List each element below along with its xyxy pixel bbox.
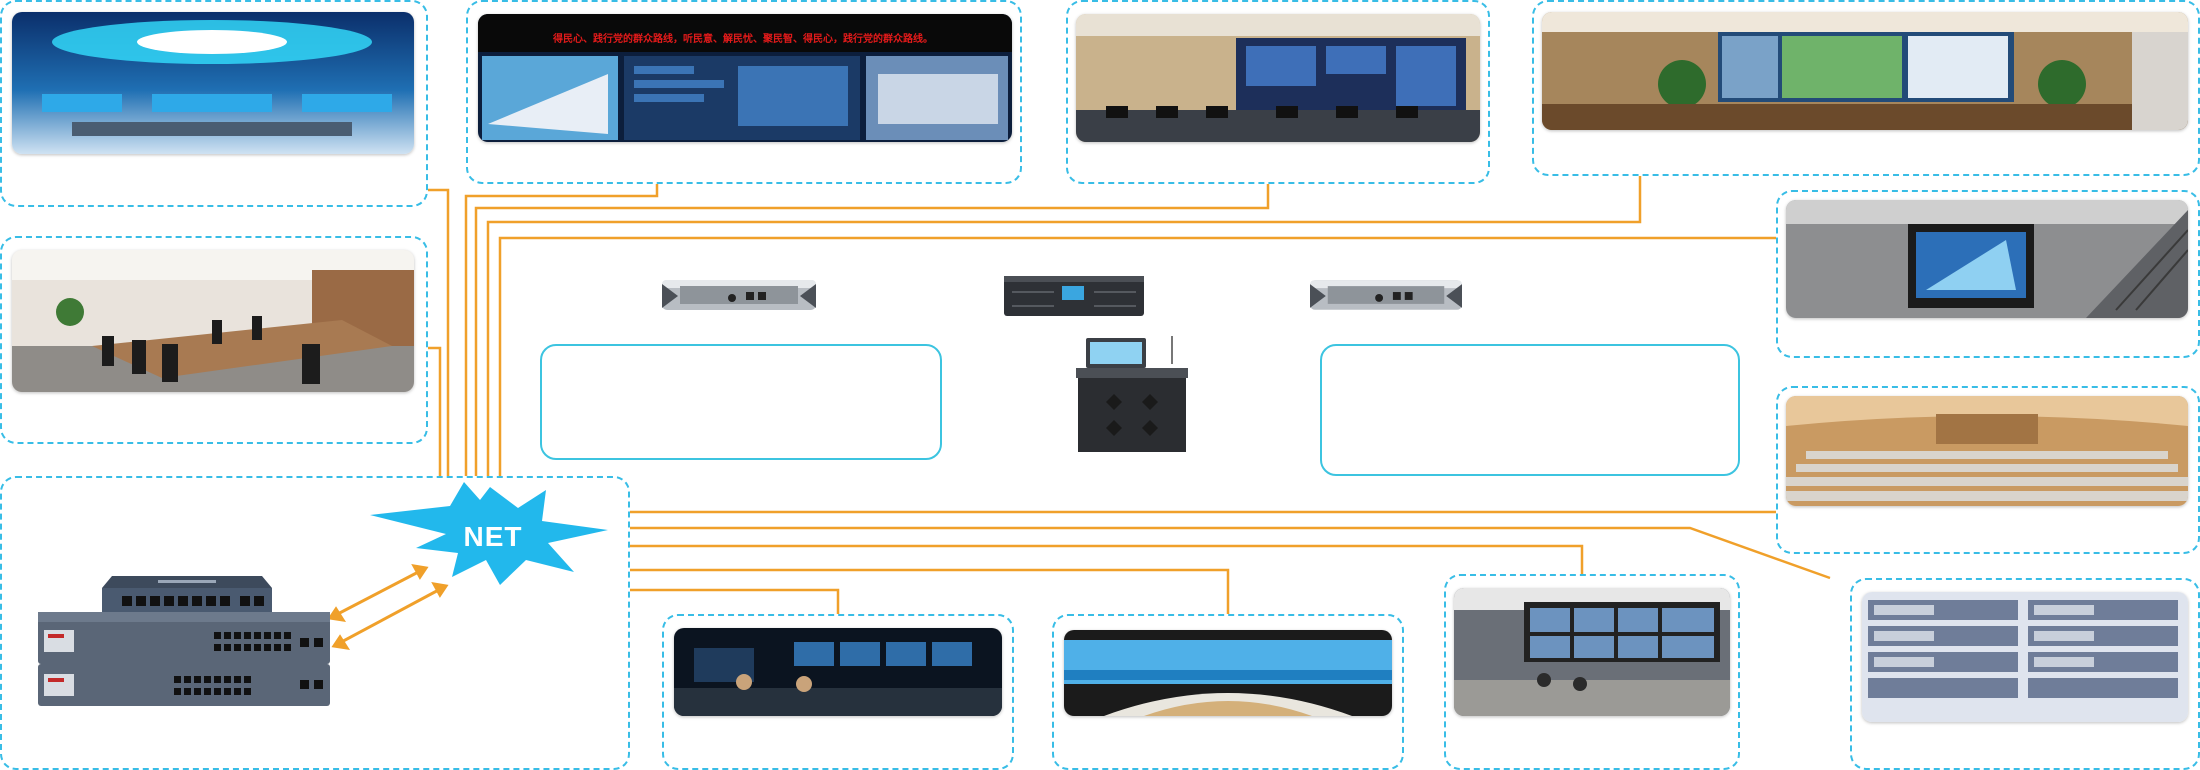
network-switch-icon <box>38 664 330 706</box>
command-center-photo <box>1076 14 1480 142</box>
right-amplifier-icon <box>1310 278 1462 312</box>
control-room-photo <box>12 12 414 154</box>
media-server-icon <box>1004 276 1144 316</box>
exhibition-banner-text: 得民心、践行党的群众路线，听民意、解民忧、聚民智、得民心，践行党的群众路线。 <box>553 33 933 45</box>
zone-broadcast-room <box>662 614 1014 770</box>
network-hub-label: NET <box>463 521 523 552</box>
zone-control-room <box>0 0 428 207</box>
digital-signage-photo <box>1786 200 2188 318</box>
zone-digital-signage <box>1776 190 2200 358</box>
left-amplifier-icon <box>662 278 816 312</box>
studio-photo <box>1064 630 1392 716</box>
data-center-photo <box>1862 592 2188 722</box>
zone-data-center <box>1850 578 2200 770</box>
zone-studio <box>1052 614 1404 770</box>
auditorium-photo <box>1786 396 2188 506</box>
zone-emergency-center <box>1532 0 2200 176</box>
network-switch-icon <box>38 604 330 664</box>
zone-network-core <box>0 476 630 770</box>
exhibition-hall-photo <box>478 14 1012 142</box>
left-info-panel <box>540 344 942 460</box>
monitoring-room-photo <box>1454 588 1730 716</box>
control-console-icon <box>1076 334 1188 452</box>
emergency-center-photo <box>1542 12 2188 130</box>
right-info-panel <box>1320 344 1740 476</box>
broadcast-room-photo <box>674 628 1002 716</box>
zone-auditorium <box>1776 386 2200 554</box>
meeting-room-photo <box>12 250 414 392</box>
zone-meeting-room <box>0 236 428 444</box>
